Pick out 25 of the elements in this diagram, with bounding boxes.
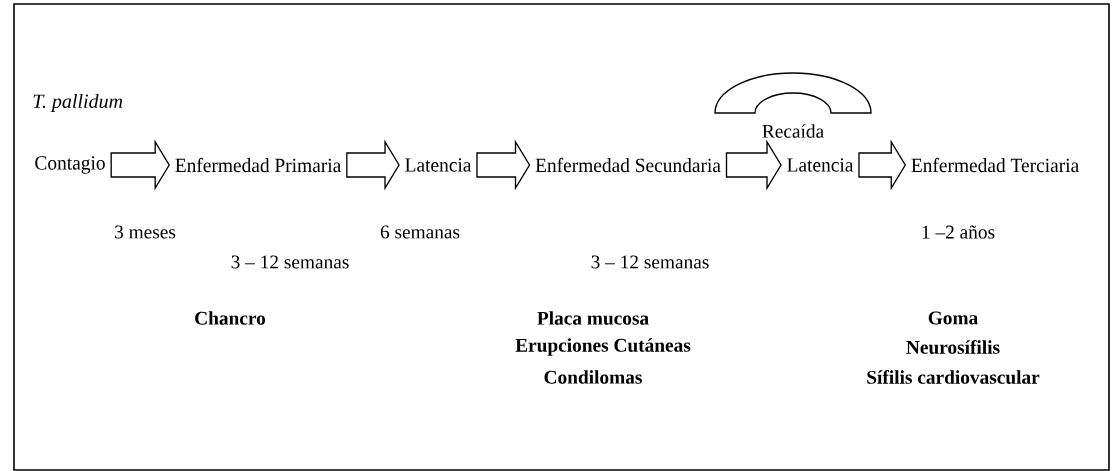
block-arrow	[858, 139, 907, 191]
block-arrow	[476, 139, 531, 191]
block-arrow	[346, 139, 400, 191]
block-arrow	[725, 139, 782, 191]
symptom-text: Sífilis cardiovascular	[867, 370, 1040, 384]
note-text: 1 –2 años	[922, 225, 995, 239]
note-text: 3 meses	[115, 225, 176, 239]
symptom-text: Erupciones Cutáneas	[515, 338, 691, 356]
note-text: 3 – 12 semanas	[591, 255, 709, 269]
symptom-text: Neurosífilis	[906, 340, 1000, 354]
stage-text: Enfermedad Primaria	[175, 157, 341, 173]
note-text: Recaída	[762, 124, 824, 138]
title: T. pallidum	[33, 93, 123, 113]
stage-text: Enfermedad Terciaria	[911, 157, 1079, 173]
stage-text: Latencia	[787, 158, 854, 172]
block-arrow	[110, 139, 170, 191]
stage-text: Latencia	[405, 158, 472, 172]
note-text: 6 semanas	[380, 225, 460, 239]
stage-text: Enfermedad Secundaria	[535, 157, 721, 173]
stage-text: Contagio	[35, 156, 105, 174]
symptom-text: Placa mucosa	[537, 311, 649, 325]
note-text: 3 – 12 semanas	[231, 255, 349, 269]
symptom-text: Condilomas	[544, 370, 642, 384]
symptom-text: Goma	[928, 311, 978, 325]
symptom-text: Chancro	[195, 311, 266, 325]
